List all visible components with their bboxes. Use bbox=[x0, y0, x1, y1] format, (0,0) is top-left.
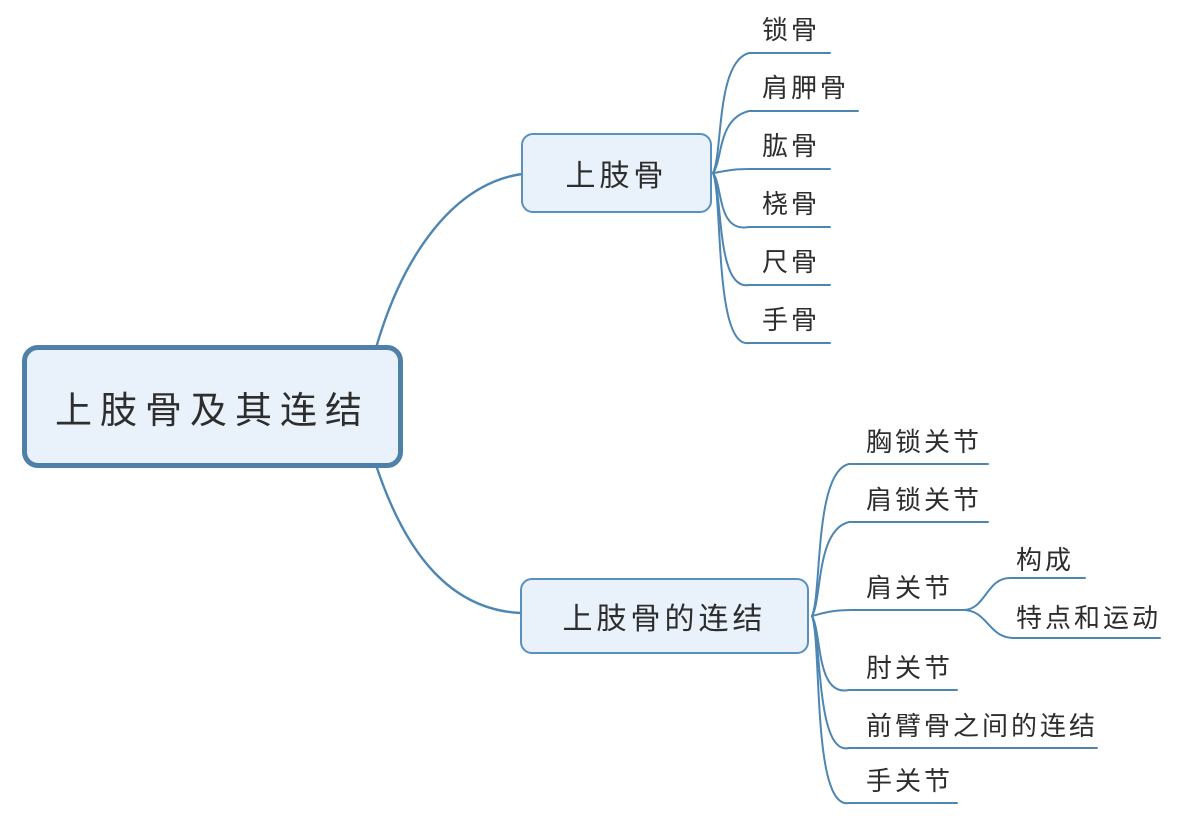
connector-root-to-lower-branch bbox=[374, 463, 523, 615]
subtopic-features-and-movement[interactable]: 特点和运动 bbox=[1016, 604, 1162, 633]
connector-clavicle bbox=[712, 52, 831, 174]
connector-radius bbox=[712, 172, 831, 229]
subtopic-composition[interactable]: 构成 bbox=[1016, 546, 1075, 575]
subtopic-hand-joints[interactable]: 手关节 bbox=[866, 767, 954, 796]
subtopic-humerus[interactable]: 肱骨 bbox=[762, 132, 821, 161]
root-topic[interactable]: 上肢骨及其连结 bbox=[22, 345, 403, 468]
connector-acromioclavicular-joint bbox=[811, 521, 989, 617]
connector-shoulder-joint bbox=[811, 609, 964, 617]
subtopic-hand-bones[interactable]: 手骨 bbox=[762, 306, 821, 335]
connector-root-to-upper-branch bbox=[374, 172, 524, 350]
subtopic-sternoclavicular-joint[interactable]: 胸锁关节 bbox=[866, 428, 983, 457]
topic-upper-limb-bone-connections[interactable]: 上肢骨的连结 bbox=[520, 578, 809, 654]
subtopic-shoulder-joint[interactable]: 肩关节 bbox=[866, 574, 954, 603]
subtopic-acromioclavicular-joint[interactable]: 肩锁关节 bbox=[866, 486, 983, 515]
subtopic-forearm-interosseous-connections[interactable]: 前臂骨之间的连结 bbox=[866, 712, 1099, 741]
subtopic-clavicle[interactable]: 锁骨 bbox=[762, 16, 821, 45]
connector-hand-joints bbox=[811, 615, 958, 805]
subtopic-ulna[interactable]: 尺骨 bbox=[762, 248, 821, 277]
subtopic-elbow-joint[interactable]: 肘关节 bbox=[866, 654, 954, 683]
connector-shoulder-features bbox=[962, 609, 1161, 639]
connector-shoulder-composition bbox=[962, 577, 1086, 611]
subtopic-radius[interactable]: 桡骨 bbox=[762, 190, 821, 219]
connector-humerus bbox=[712, 168, 831, 174]
connector-hand-bones bbox=[712, 172, 831, 345]
subtopic-scapula[interactable]: 肩胛骨 bbox=[762, 74, 850, 103]
topic-upper-limb-bones[interactable]: 上肢骨 bbox=[521, 133, 712, 213]
connector-scapula bbox=[712, 110, 859, 174]
